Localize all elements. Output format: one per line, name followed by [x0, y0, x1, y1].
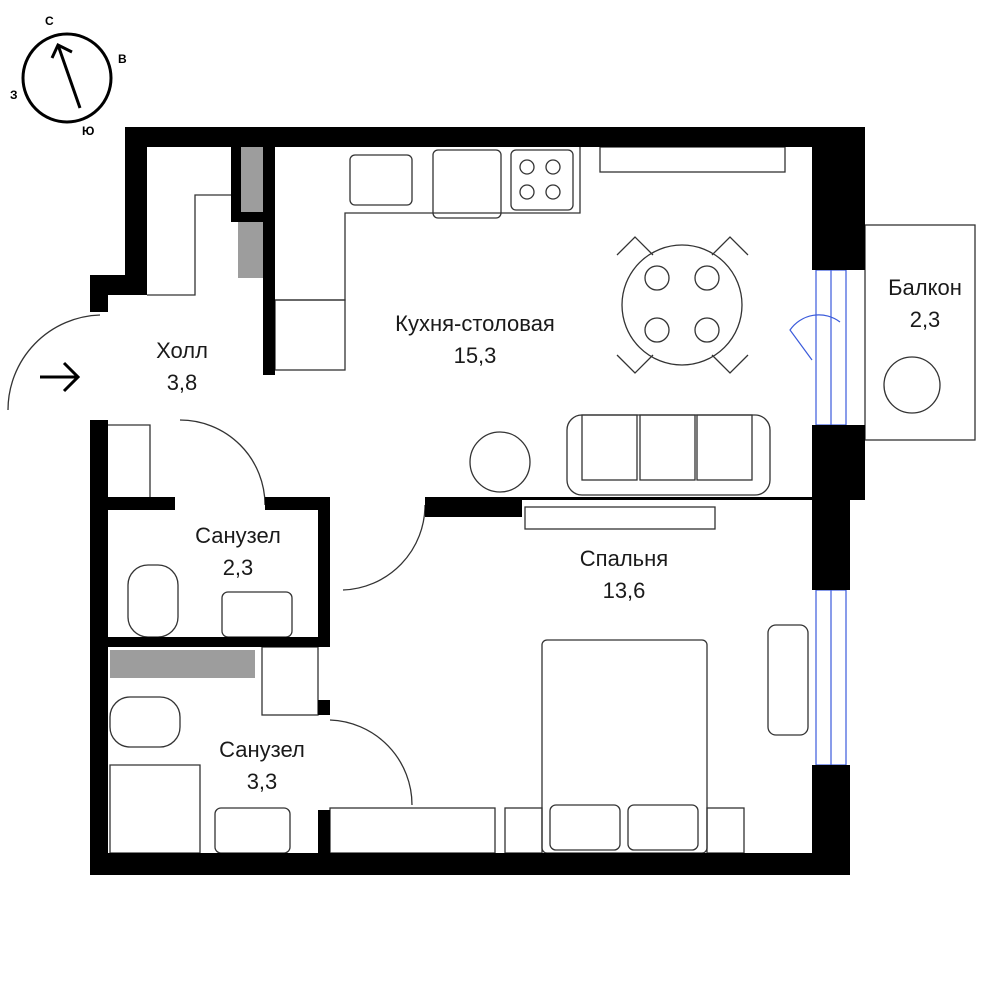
room-balcony: Балкон 2,3	[888, 272, 962, 336]
washbasin-icon	[221, 591, 293, 638]
sink-icon	[349, 154, 413, 206]
sofa-icon	[566, 414, 771, 496]
washbasin-icon	[214, 807, 291, 854]
plant-icon	[883, 356, 941, 414]
wardrobe-icon	[329, 807, 496, 854]
room-name: Санузел	[219, 737, 305, 762]
door-arc	[179, 419, 266, 506]
stove-icon	[510, 149, 574, 211]
bed-icon	[504, 639, 745, 854]
walls	[90, 127, 865, 875]
room-area: 2,3	[909, 307, 941, 332]
room-bathroom-2: Санузел 3,3	[219, 734, 305, 798]
desk-icon	[767, 624, 809, 736]
room-bathroom-1: Санузел 2,3	[195, 520, 281, 584]
room-area: 13,6	[602, 578, 646, 603]
room-name: Спальня	[579, 546, 669, 571]
tv-icon	[599, 146, 786, 173]
washing-machine-icon	[261, 646, 319, 716]
room-name: Балкон	[888, 275, 962, 300]
compass-north: С	[45, 14, 54, 28]
room-area: 2,3	[222, 555, 254, 580]
toilet-icon	[109, 696, 181, 748]
dining-table-icon	[616, 236, 749, 374]
shower-icon	[109, 764, 201, 854]
shafts	[110, 147, 263, 678]
compass-west: З	[10, 88, 18, 102]
compass-icon	[21, 32, 113, 124]
room-area: 3,3	[246, 769, 278, 794]
toilet-icon	[127, 564, 179, 638]
room-area: 15,3	[453, 343, 497, 368]
room-name: Кухня-столовая	[395, 311, 555, 336]
room-kitchen-dining: Кухня-столовая 15,3	[395, 308, 555, 372]
entrance-arrow-icon	[40, 361, 81, 393]
tv-icon	[524, 506, 716, 530]
balcony-outline	[864, 224, 976, 441]
room-hall: Холл 3,8	[156, 335, 208, 399]
dishwasher-icon	[432, 149, 502, 219]
plant-icon	[469, 431, 531, 493]
room-bedroom: Спальня 13,6	[580, 543, 668, 607]
entrance-door	[7, 314, 101, 411]
compass-south: Ю	[82, 124, 95, 138]
room-area: 3,8	[166, 370, 198, 395]
room-name: Холл	[156, 338, 208, 363]
compass-east: В	[118, 52, 127, 66]
door-arc	[342, 504, 426, 591]
room-name: Санузел	[195, 523, 281, 548]
fridge-icon	[274, 299, 346, 371]
door-arc	[329, 719, 413, 806]
